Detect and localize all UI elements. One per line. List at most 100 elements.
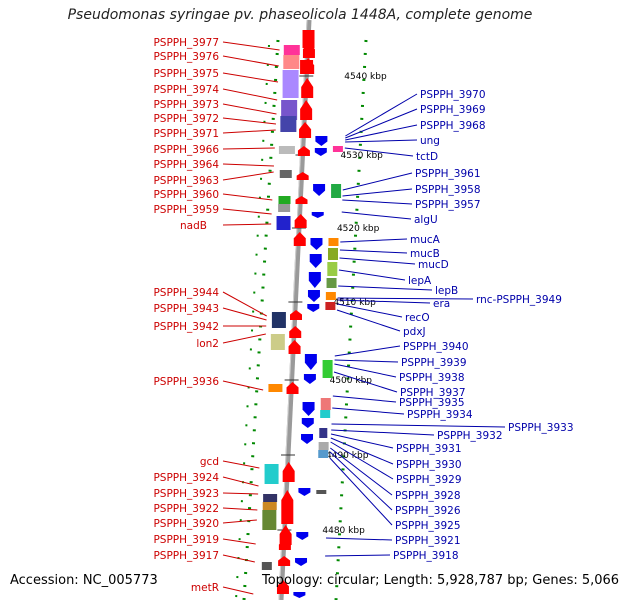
gene-feature-block — [300, 60, 314, 74]
forward-gene-arrow — [300, 100, 313, 120]
accession-text: Accession: NC_005773 — [10, 573, 158, 588]
right-label-leader — [338, 269, 406, 281]
right-label-leader — [339, 249, 408, 254]
right-label-leader — [342, 188, 413, 197]
left-label-leader — [222, 193, 273, 201]
right-label-leader — [331, 423, 506, 428]
left-gene-label: metR — [191, 582, 219, 594]
right-label-leader — [330, 447, 393, 496]
right-label-leader — [334, 359, 399, 363]
forward-gene-arrow — [301, 78, 314, 98]
left-label-leader — [222, 163, 274, 167]
right-gene-label: PSPPH_3925 — [395, 520, 461, 532]
gene-feature-block — [320, 410, 331, 418]
right-gene-label: PSPPH_3968 — [420, 120, 486, 132]
left-gene-label: PSPPH_3959 — [153, 204, 219, 216]
right-label-leader — [341, 211, 412, 220]
forward-gene-arrow — [281, 490, 294, 524]
right-gene-label: PSPPH_3938 — [399, 372, 465, 384]
reverse-gene-arrow — [295, 558, 308, 566]
reverse-gene-arrow — [313, 184, 326, 196]
gene-feature-block — [278, 204, 291, 212]
right-gene-label: PSPPH_3939 — [401, 357, 467, 369]
left-gene-label: PSPPH_3973 — [153, 99, 219, 111]
right-gene-label: PSPPH_3937 — [400, 387, 466, 399]
right-gene-label: mucD — [418, 259, 449, 271]
right-label-leader — [334, 363, 397, 378]
right-label-leader — [337, 303, 403, 318]
right-gene-label: rnc-PSPPH_3949 — [476, 294, 562, 306]
left-gene-label: PSPPH_3964 — [153, 159, 219, 171]
gene-feature-block — [278, 146, 295, 154]
map-title: Pseudomonas syringae pv. phaseolicola 14… — [67, 7, 533, 23]
right-gene-label: PSPPH_3940 — [403, 341, 469, 353]
kbp-tick-label: 4520 kbp — [337, 224, 380, 234]
right-gene-label: PSPPH_3921 — [395, 535, 461, 547]
right-label-leader — [333, 371, 398, 393]
forward-gene-arrow — [282, 462, 295, 482]
genome-summary-text: Topology: circular; Length: 5,928,787 bp… — [262, 573, 619, 588]
right-gene-label: era — [433, 298, 450, 310]
right-gene-label: PSPPH_3926 — [395, 505, 461, 517]
gene-feature-block — [262, 502, 277, 510]
reverse-gene-arrow — [302, 402, 315, 416]
right-gene-label: mucB — [410, 248, 440, 260]
left-label-leader — [222, 171, 274, 181]
right-label-leader — [329, 457, 393, 526]
left-label-leader — [222, 554, 255, 563]
reverse-gene-arrow — [309, 254, 322, 268]
left-gene-label: PSPPH_3936 — [153, 376, 219, 388]
gene-feature-block — [268, 384, 283, 392]
left-gene-label: PSPPH_3972 — [153, 113, 219, 125]
forward-gene-arrow — [294, 214, 307, 228]
right-gene-label: PSPPH_3929 — [396, 474, 462, 486]
reverse-gene-arrow — [307, 290, 320, 302]
right-gene-label: PSPPH_3961 — [415, 168, 481, 180]
left-label-leader — [222, 72, 279, 83]
left-label-leader — [222, 380, 264, 391]
kbp-tick-label: 4490 kbp — [326, 451, 369, 461]
reverse-gene-arrow — [296, 532, 309, 540]
right-gene-label: PSPPH_3918 — [393, 550, 459, 562]
gene-feature-block — [327, 262, 338, 276]
left-gene-label: PSPPH_3975 — [153, 68, 219, 80]
genome-map-view: Pseudomonas syringae pv. phaseolicola 14… — [10, 7, 619, 600]
left-label-leader — [222, 538, 256, 545]
gene-feature-block — [262, 510, 277, 530]
kbp-tick-label: 4500 kbp — [330, 376, 373, 386]
gene-feature-block — [319, 428, 328, 438]
left-gene-label: PSPPH_3977 — [153, 37, 219, 49]
right-gene-label: recO — [405, 312, 430, 324]
gene-feature-block — [322, 360, 333, 378]
left-gene-label: PSPPH_3924 — [153, 472, 219, 484]
gene-feature-block — [332, 146, 343, 152]
reverse-gene-arrow — [314, 148, 327, 156]
left-label-leader — [222, 117, 277, 125]
forward-gene-arrow — [278, 556, 291, 566]
right-label-leader — [325, 554, 391, 557]
left-gene-label: PSPPH_3976 — [153, 51, 219, 63]
left-label-leader — [222, 507, 258, 511]
right-gene-label: PSPPH_3930 — [396, 459, 462, 471]
left-label-leader — [222, 333, 266, 344]
left-gene-label: PSPPH_3944 — [153, 287, 219, 299]
gene-feature-block — [283, 55, 300, 69]
left-label-leader — [222, 307, 267, 321]
left-label-leader — [222, 41, 280, 51]
forward-gene-arrow — [279, 525, 292, 545]
right-label-leader — [332, 395, 397, 403]
right-gene-label: lepB — [435, 285, 458, 297]
gene-feature-block — [320, 398, 331, 410]
gene-feature-block — [276, 216, 291, 230]
gene-feature-block — [278, 196, 291, 204]
left-label-leader — [222, 103, 277, 115]
gene-feature-block — [281, 100, 298, 120]
reverse-gene-arrow — [311, 212, 324, 218]
right-gene-label: lepA — [408, 275, 432, 287]
right-label-leader — [342, 172, 413, 191]
gene-feature-block — [331, 184, 342, 198]
gene-feature-block — [261, 562, 272, 570]
right-gene-label: mucA — [410, 234, 441, 246]
left-gene-label: PSPPH_3922 — [153, 503, 219, 515]
reverse-gene-arrow — [304, 354, 317, 370]
